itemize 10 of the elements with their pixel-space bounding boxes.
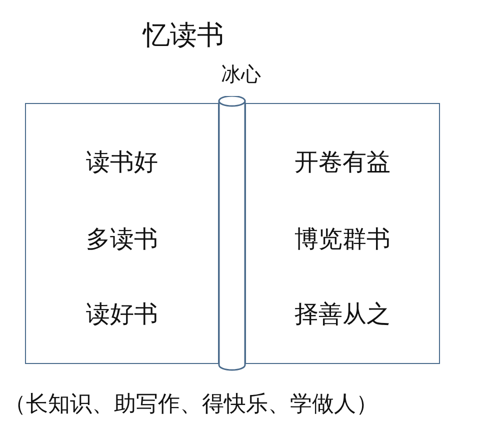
title-text: 忆读书 [143, 22, 224, 49]
page-text: 择善从之 [294, 302, 390, 326]
caption-text: （长知识、助写作、得快乐、学做人） [4, 394, 378, 416]
page-text: 开卷有益 [294, 150, 390, 174]
page-text: 博览群书 [294, 227, 390, 251]
page-text: 读好书 [86, 302, 158, 326]
page-text: 读书好 [86, 150, 158, 174]
page-text: 多读书 [86, 227, 158, 251]
author-name: 冰心 [221, 64, 261, 84]
cylinder [218, 96, 246, 371]
